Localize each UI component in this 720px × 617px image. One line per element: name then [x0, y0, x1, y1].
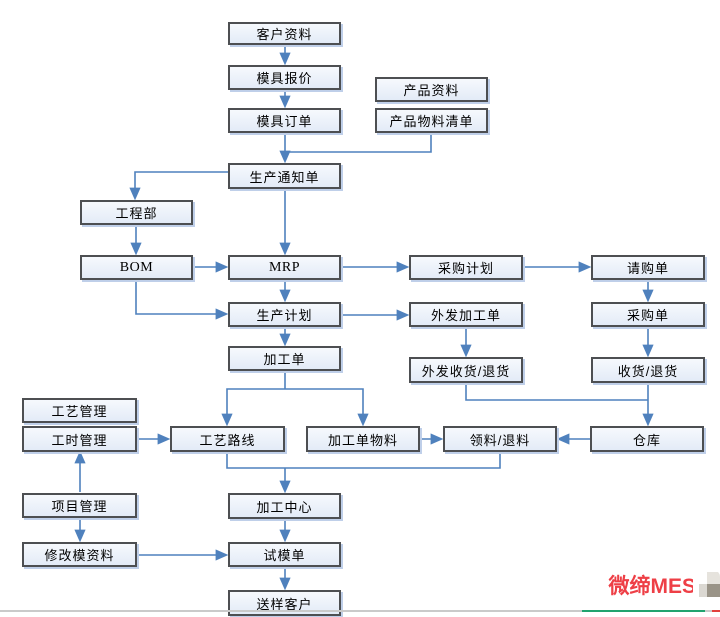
flow-node-modify-mold-data: 修改模资料: [22, 542, 137, 567]
flow-node-sample-to-customer: 送样客户: [228, 590, 341, 616]
flow-node-warehouse: 仓库: [590, 426, 704, 452]
flow-node-process-route: 工艺路线: [170, 426, 285, 452]
bottom-line-red-segment: [712, 610, 720, 612]
flow-node-product-data: 产品资料: [375, 77, 488, 102]
logo-artifact-patch: [707, 572, 720, 584]
flow-node-work-hour-management: 工时管理: [22, 426, 137, 452]
flow-node-project-management: 项目管理: [22, 493, 137, 518]
logo-artifact: [693, 570, 720, 610]
bottom-line-gray-segment: [0, 610, 720, 612]
flow-node-outsource-order: 外发加工单: [409, 302, 523, 327]
flow-node-mrp: MRP: [228, 255, 341, 280]
flow-node-mold-quotation: 模具报价: [228, 65, 341, 90]
flow-node-work-order-material: 加工单物料: [306, 426, 420, 452]
bottom-border-line: [0, 610, 720, 612]
edge-bom-to-production-plan: [135, 280, 229, 320]
logo-artifact-patch: [699, 584, 707, 597]
edge-work-order-to-work-order-material: [285, 388, 369, 427]
flow-node-work-order: 加工单: [228, 346, 341, 371]
edge-production-notice-to-engineering-dept: [129, 171, 228, 201]
brand-watermark: 微缔MES: [608, 575, 696, 598]
flow-node-customer-data: 客户资料: [228, 22, 341, 45]
flow-node-mold-order: 模具订单: [228, 108, 341, 133]
edge-product-bom-list-join: [285, 133, 432, 153]
flow-node-purchase-order: 采购单: [591, 302, 705, 327]
flow-node-machining-center: 加工中心: [228, 493, 341, 519]
bottom-line-green-segment: [582, 610, 705, 612]
flow-node-mold-trial-order: 试模单: [228, 542, 341, 567]
flow-node-bom: BOM: [80, 255, 193, 280]
edge-process-route-material-issue-bus: [226, 452, 501, 469]
edge-work-order-to-process-route: [221, 388, 285, 427]
edge-outsource-receipt-join-warehouse: [465, 383, 648, 401]
flow-node-product-bom-list: 产品物料清单: [375, 108, 488, 133]
flow-node-receipt-return: 收货/退货: [591, 357, 705, 383]
flow-node-outsource-receipt-return: 外发收货/退货: [409, 357, 523, 383]
flow-node-production-notice: 生产通知单: [228, 163, 341, 189]
flow-node-material-issue-return: 领料/退料: [443, 426, 557, 452]
flow-node-process-management: 工艺管理: [22, 398, 137, 423]
flow-node-production-plan: 生产计划: [228, 302, 341, 327]
flow-node-engineering-dept: 工程部: [80, 200, 193, 225]
logo-artifact-patch: [707, 584, 720, 597]
flow-node-purchase-requisition: 请购单: [591, 255, 705, 280]
flow-node-purchase-plan: 采购计划: [409, 255, 523, 280]
